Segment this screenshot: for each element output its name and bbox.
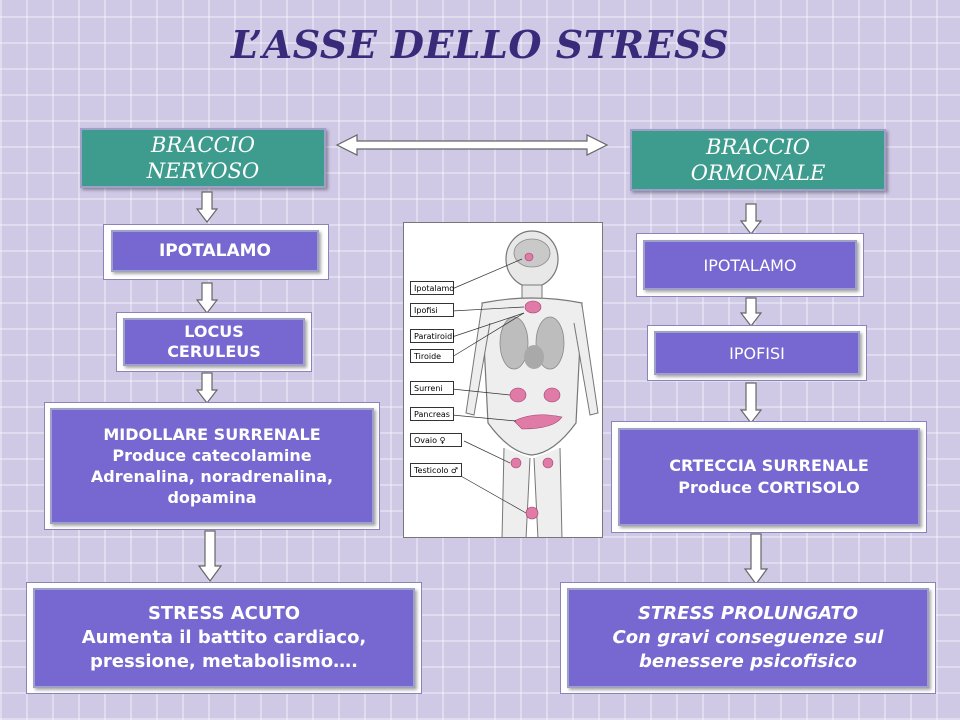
figure-label-tiroide: Tiroide <box>410 349 454 363</box>
medulla-line1: MIDOLLARE SURRENALE <box>103 425 321 444</box>
hormonal-arm-line1: BRACCIO <box>705 135 811 159</box>
down-arrow-icon <box>744 533 768 585</box>
cortex-line1: CRTECCIA SURRENALE <box>669 456 869 475</box>
acute-line3: pressione, metabolismo…. <box>89 651 359 672</box>
figure-label-pancreas: Pancreas <box>410 407 454 421</box>
figure-label-ovaio: Ovaio ♀ <box>410 433 462 447</box>
down-arrow-icon <box>196 372 218 404</box>
down-arrow-icon <box>198 530 222 582</box>
medulla-line4: dopamina <box>167 488 257 507</box>
medulla-box: MIDOLLARE SURRENALE Produce catecolamine… <box>50 408 374 524</box>
locus-line2: CERULEUS <box>167 342 261 361</box>
medulla-line2: Produce catecolamine <box>112 446 312 465</box>
hormonal-arm-box: BRACCIO ORMONALE <box>630 129 886 191</box>
figure-label-testicolo: Testicolo ♂ <box>410 463 462 477</box>
acute-line2: Aumenta il battito cardiaco, <box>81 627 367 648</box>
figure-label-surreni: Surreni <box>410 381 454 395</box>
prolonged-line1: STRESS PROLUNGATO <box>637 603 859 624</box>
medulla-line3: Adrenalina, noradrenalina, <box>90 467 334 486</box>
cortex-box: CRTECCIA SURRENALE Produce CORTISOLO <box>618 428 920 526</box>
acute-box: STRESS ACUTO Aumenta il battito cardiaco… <box>33 588 415 688</box>
down-arrow-icon <box>740 382 762 424</box>
locus-line1: LOCUS <box>184 322 244 341</box>
nervous-arm-box: BRACCIO NERVOSO <box>80 128 326 188</box>
down-arrow-icon <box>740 297 762 327</box>
nervous-arm-line1: BRACCIO <box>150 133 256 157</box>
right-hypothalamus-label: IPOTALAMO <box>703 255 797 275</box>
figure-label-paratiroidi: Paratiroidi <box>410 329 454 343</box>
prolonged-box: STRESS PROLUNGATO Con gravi conseguenze … <box>567 588 929 688</box>
prolonged-line2: Con gravi conseguenze sul <box>612 627 884 648</box>
left-hypothalamus-box: IPOTALAMO <box>111 230 319 272</box>
body-silhouette-illustration <box>451 230 599 537</box>
right-hypothalamus-box: IPOTALAMO <box>643 240 857 290</box>
double-arrow-icon <box>335 134 609 156</box>
nervous-arm-line2: NERVOSO <box>146 159 260 183</box>
figure-label-ipotalamo: Ipotalamo <box>410 281 454 295</box>
down-arrow-icon <box>196 191 218 223</box>
pituitary-box: IPOFISI <box>654 331 860 375</box>
locus-box: LOCUS CERULEUS <box>123 318 305 366</box>
endocrine-body-figure: Ipotalamo Ipofisi Paratiroidi Tiroide Su… <box>403 222 603 538</box>
pituitary-label: IPOFISI <box>729 343 785 363</box>
down-arrow-icon <box>740 203 762 235</box>
cortex-line2: Produce CORTISOLO <box>678 478 860 497</box>
down-arrow-icon <box>196 282 218 314</box>
hormonal-arm-line2: ORMONALE <box>690 161 826 185</box>
prolonged-line3: benessere psicofisico <box>639 651 857 672</box>
figure-label-ipofisi: Ipofisi <box>410 303 454 317</box>
page-title: L’ASSE DELLO STRESS <box>230 22 730 67</box>
acute-line1: STRESS ACUTO <box>147 603 301 624</box>
left-hypothalamus-label: IPOTALAMO <box>158 241 272 261</box>
